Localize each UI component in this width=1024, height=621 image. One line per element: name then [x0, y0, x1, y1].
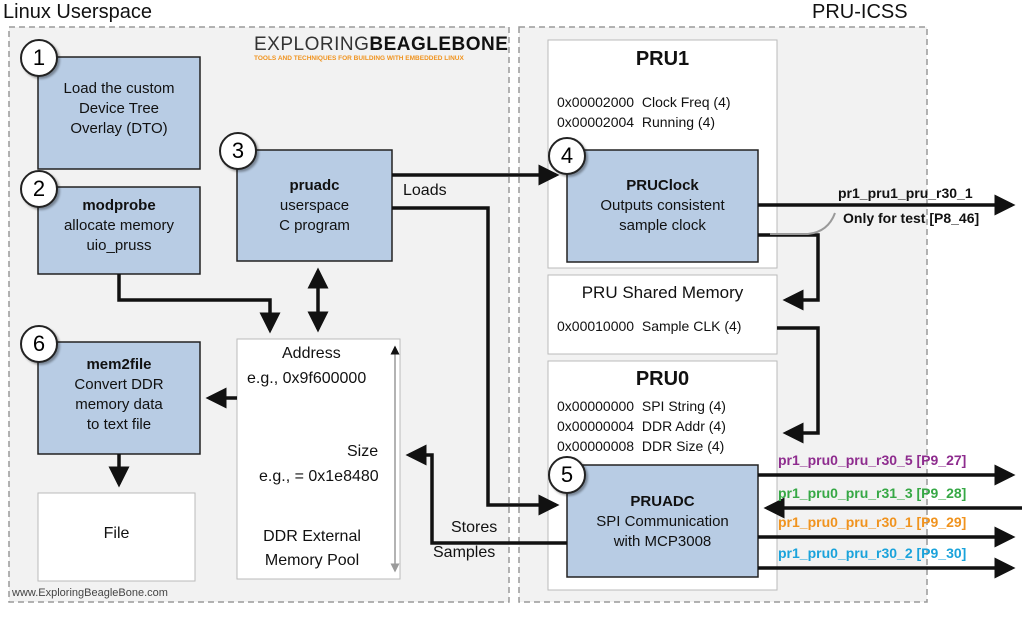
ddr-address-value: e.g., 0x9f600000 [247, 370, 367, 387]
pru1-title: PRU1 [635, 48, 690, 70]
arrow-stores-samples [405, 444, 567, 545]
pru0-register-row: 0x00000004 DDR Addr (4) [557, 418, 726, 434]
clock-test-note: Only for test [P8_46] [843, 210, 980, 226]
pru0-registers: 0x00000000 SPI String (4) 0x00000004 DDR… [557, 396, 726, 456]
step2-text: modprobe allocate memory uio_pruss [63, 197, 175, 254]
step6-box [37, 341, 201, 455]
arrow-loads-pruadc [392, 206, 560, 516]
ddr-size-value: e.g., = 0x1e8480 [259, 468, 379, 485]
loads-label: Loads [403, 182, 447, 199]
pin-label-p9-29: pr1_pru0_pru_r30_1 [P9_29] [778, 514, 967, 530]
step2-box [37, 186, 201, 275]
step4-text: PRUClock Outputs consistent sample clock [600, 177, 725, 234]
step6-number: 6 [20, 325, 58, 363]
step4-number: 4 [548, 137, 586, 175]
logo-bold: BEAGLEBONE [369, 34, 509, 55]
pru0-register-row: 0x00000008 DDR Size (4) [557, 438, 725, 454]
step3-text: pruadc userspace C program [279, 177, 350, 234]
stores-label: Stores [451, 519, 498, 536]
step5-box [566, 464, 759, 578]
test-connector-line [770, 212, 836, 235]
file-box [37, 492, 196, 582]
file-label: File [103, 525, 130, 542]
shared-memory-register: 0x00010000 Sample CLK (4) [557, 318, 742, 334]
pru1-register-row: 0x00002004 Running (4) [557, 114, 716, 130]
samples-label: Samples [433, 544, 496, 561]
step6-text: mem2file Convert DDR memory data to text… [74, 356, 164, 433]
pru0-register-row: 0x00000000 SPI String (4) [557, 398, 726, 414]
step3-number: 3 [219, 132, 257, 170]
pru1-registers: 0x00002000 Clock Freq (4) 0x00002004 Run… [557, 92, 731, 132]
ddr-pool-box [236, 338, 401, 580]
pin-label-p9-27: pr1_pru0_pru_r30_5 [P9_27] [778, 452, 967, 468]
step5-number: 5 [548, 456, 586, 494]
step1-number: 1 [20, 39, 58, 77]
ddr-address-label: Address [282, 345, 341, 362]
pru0-title: PRU0 [635, 368, 690, 390]
clock-output-signal: pr1_pru1_pru_r30_1 [838, 185, 973, 201]
arrow-shared-to-pru0 [777, 326, 820, 444]
step4-box [566, 149, 759, 263]
logo: EXPLORINGBEAGLEBONE [254, 34, 508, 56]
website-footer: www.ExploringBeagleBone.com [12, 587, 168, 599]
step1-box [37, 56, 201, 170]
pru1-register-row: 0x00002000 Clock Freq (4) [557, 94, 731, 110]
pin-label-p9-28: pr1_pru0_pru_r31_3 [P9_28] [778, 485, 967, 501]
pru-icss-title: PRU-ICSS [812, 1, 908, 23]
step1-text: Load the custom Device Tree Overlay (DTO… [63, 80, 175, 137]
step5-text: PRUADC SPI Communication with MCP3008 [596, 493, 729, 550]
arrow-modprobe-to-ddr [117, 274, 281, 334]
shared-memory-title: PRU Shared Memory [581, 283, 744, 302]
linux-userspace-title: Linux Userspace [3, 1, 152, 23]
logo-light: EXPLORING [254, 34, 370, 55]
shared-memory-box [547, 274, 778, 355]
ddr-size-label: Size [347, 443, 379, 460]
logo-tagline: TOOLS AND TECHNIQUES FOR BUILDING WITH E… [254, 55, 464, 62]
pin-label-p9-30: pr1_pru0_pru_r30_2 [P9_30] [778, 545, 967, 561]
step2-number: 2 [20, 170, 58, 208]
step3-box [236, 149, 393, 262]
ddr-pool-name: DDR External Memory Pool [263, 528, 361, 569]
